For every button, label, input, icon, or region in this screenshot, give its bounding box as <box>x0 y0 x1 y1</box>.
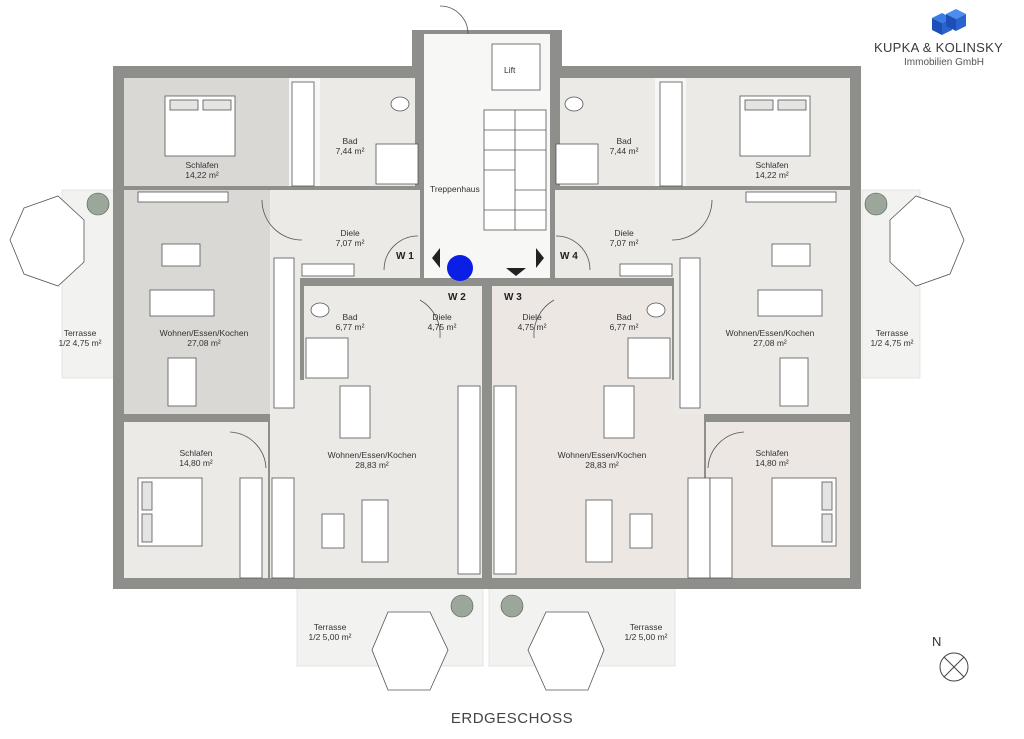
room-area: 28,83 m² <box>355 460 389 470</box>
room-area: 1/2 5,00 m² <box>309 632 352 642</box>
door-swings <box>229 5 745 469</box>
room-name: Wohnen/Essen/Kochen <box>558 450 647 460</box>
room-area: 27,08 m² <box>187 338 221 348</box>
parasols <box>9 195 965 691</box>
logo-cubes-icon <box>932 9 966 35</box>
staircase <box>483 43 547 231</box>
room-name: Terrasse <box>630 622 663 632</box>
room-name: Bad <box>616 312 631 322</box>
location-marker <box>447 255 473 281</box>
room-area: 1/2 4,75 m² <box>59 338 102 348</box>
room-area: 14,80 m² <box>179 458 213 468</box>
compass-icon: N <box>932 634 969 682</box>
room-name: Schlafen <box>755 160 788 170</box>
room-name: Wohnen/Essen/Kochen <box>726 328 815 338</box>
compass-north-label: N <box>932 634 941 649</box>
room-area: 6,77 m² <box>610 322 639 332</box>
room-name: Schlafen <box>179 448 212 458</box>
room-name: Diele <box>432 312 452 322</box>
unit-label-w4: W 4 <box>560 251 578 262</box>
room-area: 7,07 m² <box>610 238 639 248</box>
unit-label-w3: W 3 <box>504 292 522 303</box>
stairwell-label: Treppenhaus <box>430 184 480 194</box>
room-name: Schlafen <box>755 448 788 458</box>
room-name: Diele <box>614 228 634 238</box>
room-name: Diele <box>340 228 360 238</box>
company-subtitle: Immobilien GmbH <box>904 57 985 68</box>
room-area: 6,77 m² <box>336 322 365 332</box>
room-area: 7,44 m² <box>610 146 639 156</box>
company-logo: KUPKA & KOLINSKY Immobilien GmbH <box>868 8 1024 72</box>
room-name: Bad <box>616 136 631 146</box>
cabinets <box>137 81 837 579</box>
room-area: 27,08 m² <box>753 338 787 348</box>
room-area: 28,83 m² <box>585 460 619 470</box>
living-furniture <box>149 243 823 563</box>
room-area: 4,75 m² <box>518 322 547 332</box>
room-area: 7,07 m² <box>336 238 365 248</box>
beds <box>137 95 837 547</box>
room-labels: Schlafen 14,22 m² Bad 7,44 m² Diele 7,07… <box>59 136 914 642</box>
room-name: Wohnen/Essen/Kochen <box>328 450 417 460</box>
room-area: 1/2 4,75 m² <box>871 338 914 348</box>
room-area: 7,44 m² <box>336 146 365 156</box>
room-name: Bad <box>342 136 357 146</box>
room-name: Bad <box>342 312 357 322</box>
unit-labels: W 1 W 2 W 3 W 4 <box>396 251 578 303</box>
bathroom-fixtures <box>305 96 671 379</box>
room-area: 14,22 m² <box>185 170 219 180</box>
room-name: Diele <box>522 312 542 322</box>
room-area: 4,75 m² <box>428 322 457 332</box>
room-name: Terrasse <box>64 328 97 338</box>
room-name: Schlafen <box>185 160 218 170</box>
room-area: 14,80 m² <box>755 458 789 468</box>
unit-label-w1: W 1 <box>396 251 414 262</box>
room-name: Terrasse <box>314 622 347 632</box>
company-name: KUPKA & KOLINSKY <box>874 40 1004 55</box>
floor-title: ERDGESCHOSS <box>450 710 574 727</box>
hallway-arrows <box>432 248 544 276</box>
plants <box>86 192 888 618</box>
unit-label-w2: W 2 <box>448 292 466 303</box>
room-area: 1/2 5,00 m² <box>625 632 668 642</box>
room-name: Terrasse <box>876 328 909 338</box>
room-area: 14,22 m² <box>755 170 789 180</box>
room-name: Wohnen/Essen/Kochen <box>160 328 249 338</box>
lift-label: Lift <box>504 65 516 75</box>
